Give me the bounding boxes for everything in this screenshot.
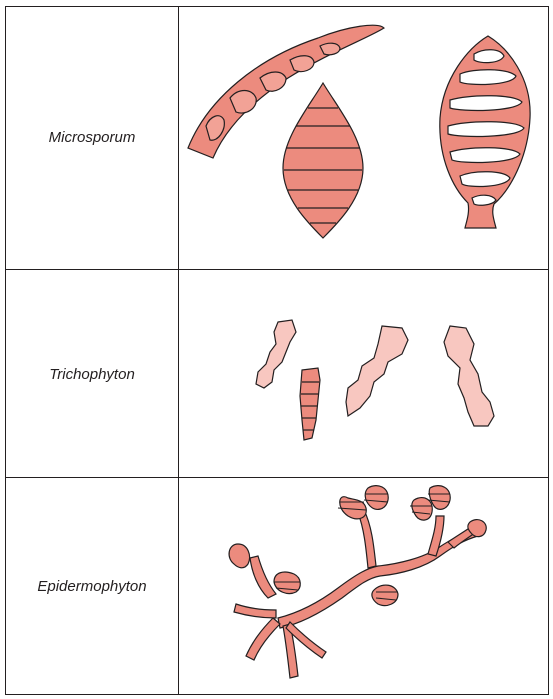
club-macroconidium [412,498,432,520]
microsporum-illustration [178,8,548,266]
club-macroconidium [365,486,388,510]
genus-label-microsporum: Microsporum [6,129,178,146]
club-macroconidium [372,585,398,605]
branching-hypha [278,530,478,628]
cylindrical-macroconidium [300,368,320,440]
club-macroconidium [229,544,249,568]
epidermophyton-illustration [178,478,548,695]
microconidia-chain-1 [256,320,296,388]
club-macroconidium [340,497,367,519]
trichophyton-illustration [178,270,548,475]
microconidia-chain-3 [444,326,494,426]
microconidia-chain-2 [346,326,408,416]
genus-label-epidermophyton: Epidermophyton [6,578,178,595]
genus-label-trichophyton: Trichophyton [6,366,178,383]
spindle-macroconidium [283,83,363,238]
